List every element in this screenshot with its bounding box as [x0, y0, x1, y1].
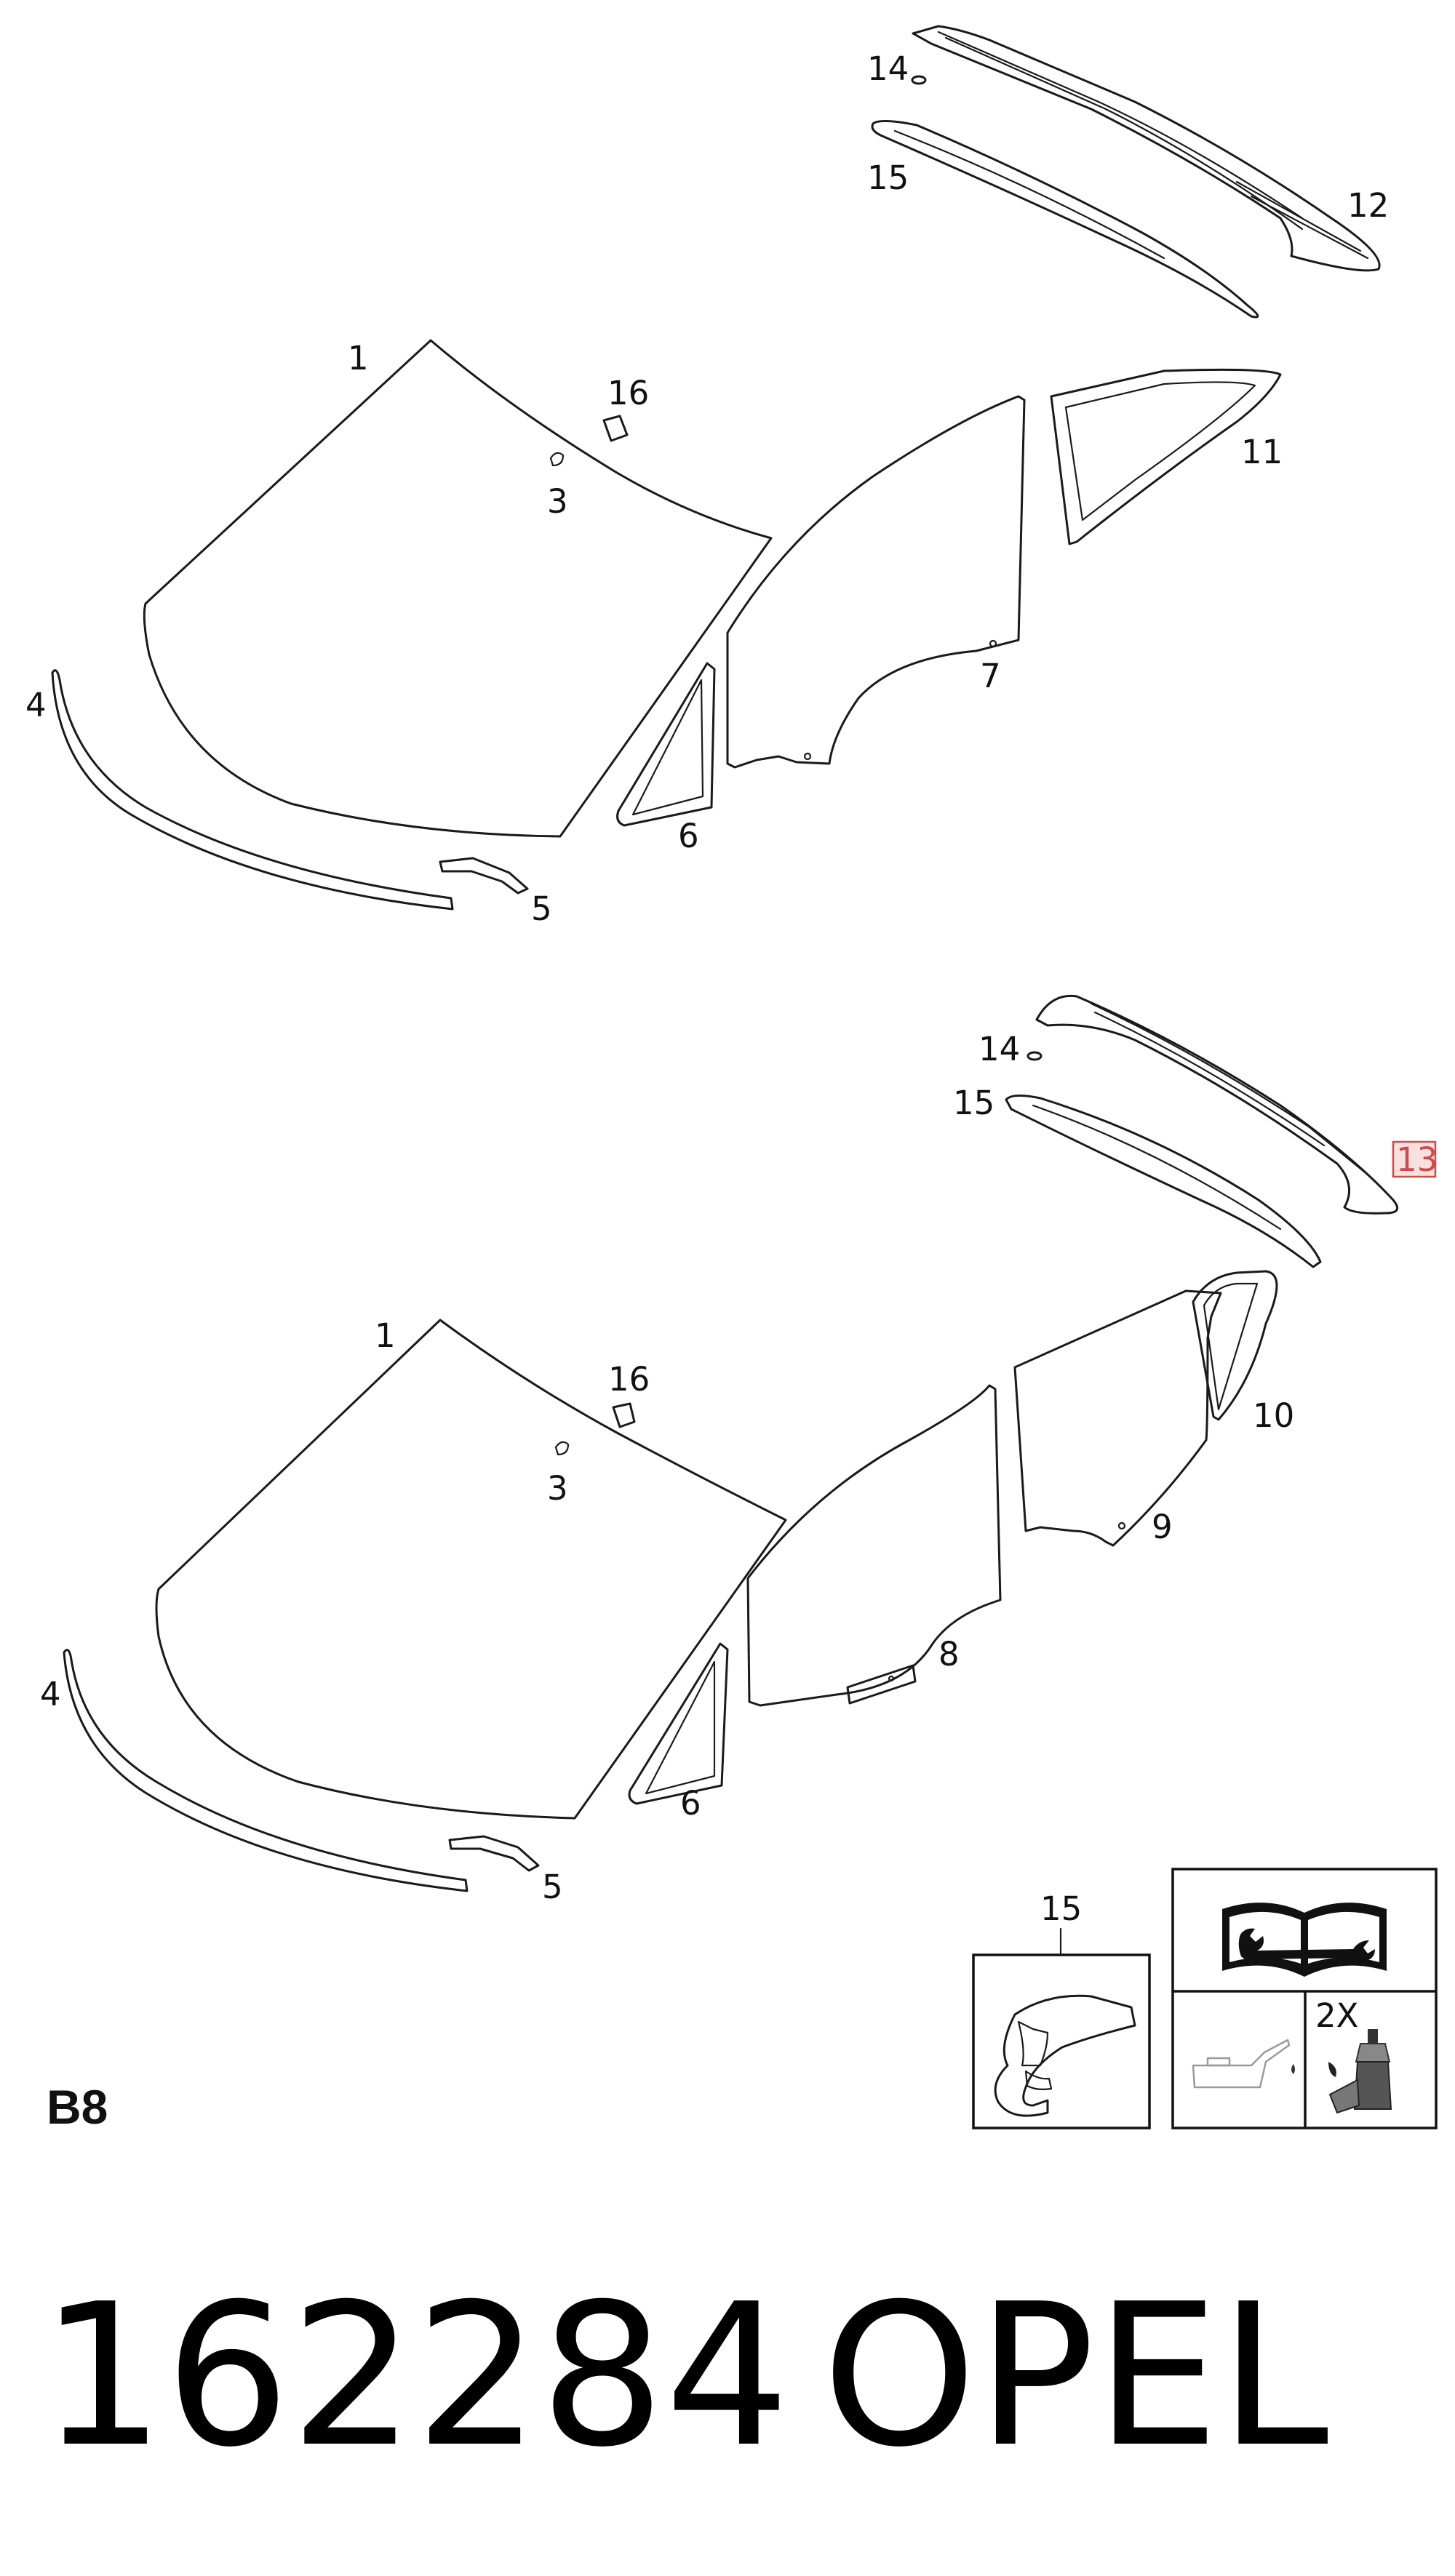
- callout-label: 11: [1241, 433, 1283, 471]
- seal-profile-box: [972, 1953, 1151, 2129]
- molding-clip-part: [439, 857, 529, 895]
- callout-label: 15: [867, 159, 909, 197]
- callout-label: 8: [938, 1635, 960, 1673]
- callout-label: 10: [1253, 1396, 1294, 1435]
- callout-label: 5: [531, 889, 552, 928]
- highlighted-callout-label: 13: [1396, 1140, 1438, 1179]
- callout-label: 1: [348, 339, 369, 377]
- rear-windshield-part: [912, 25, 1381, 272]
- rear-window-seal-part: [871, 120, 1259, 319]
- rear-quarter-glass-part: [1050, 368, 1282, 545]
- callout-label: 12: [1347, 186, 1389, 225]
- highlight-box: [1392, 1140, 1437, 1178]
- seal-profile-icon: [994, 1994, 1136, 2117]
- rear-window-seal-part: [1005, 1095, 1322, 1268]
- quantity-label: 2X: [1315, 1996, 1358, 2035]
- service-info-legend: 2X: [1171, 1868, 1438, 2129]
- brand-name: OPEL: [822, 2261, 1330, 2490]
- bracket-hole: [888, 1675, 895, 1682]
- lower-group: 14 15 13 1 16 3 10 9 4 8 6 5: [40, 994, 1438, 1906]
- upper-group: 14 15 12 1 16 3 11 4 7 6 5: [25, 25, 1389, 928]
- rear-windshield-part: [1035, 994, 1399, 1215]
- front-door-glass-part: [746, 1384, 1002, 1707]
- callout-label: 4: [25, 686, 47, 724]
- rain-sensor-part: [602, 415, 629, 442]
- rear-glass-hole: [1117, 1521, 1126, 1530]
- windshield-molding-part: [63, 1649, 469, 1892]
- part-number: 162284: [40, 2261, 790, 2490]
- rear-quarter-glass-part: [1192, 1270, 1278, 1421]
- front-quarter-window-part: [628, 1642, 729, 1805]
- windshield-part: [155, 1319, 787, 1820]
- front-quarter-window-part: [616, 662, 716, 827]
- adhesive-cartridge-icon: [1328, 2029, 1392, 2114]
- rain-sensor-part: [612, 1402, 636, 1428]
- door-glass-bolt-hole: [803, 752, 812, 761]
- callout-label: 16: [608, 1360, 650, 1399]
- callout-label: 4: [40, 1675, 61, 1713]
- door-glass-bolt-hole: [989, 639, 997, 648]
- callout-label: 3: [547, 1469, 568, 1508]
- door-glass-bracket: [846, 1664, 917, 1705]
- callout-label: 1: [375, 1316, 396, 1355]
- mirror-mount-part: [554, 1441, 570, 1456]
- callout-label: 3: [547, 482, 568, 521]
- mirror-mount-part: [549, 452, 565, 467]
- callout-label: 7: [980, 657, 1001, 695]
- clip-part: [911, 75, 927, 85]
- windshield-part: [143, 339, 773, 838]
- front-door-glass-part: [726, 395, 1026, 769]
- clip-part: [1027, 1051, 1043, 1061]
- callout-label: 14: [978, 1030, 1020, 1068]
- callout-label: 14: [867, 49, 909, 88]
- page-code: B8: [47, 2080, 108, 2134]
- oil-can-icon: [1192, 2039, 1295, 2089]
- callout-label: 16: [607, 374, 649, 412]
- seal-detail-legend: 15: [972, 1889, 1151, 2129]
- manual-wrench-icon: [1222, 1903, 1387, 1977]
- callout-label: 5: [542, 1868, 563, 1906]
- windshield-molding-part: [51, 669, 454, 911]
- molding-clip-part: [448, 1835, 540, 1872]
- callout-label: 15: [953, 1084, 994, 1122]
- callout-label: 6: [680, 1784, 701, 1823]
- callout-label: 15: [1040, 1889, 1082, 1928]
- callout-label: 9: [1152, 1508, 1173, 1546]
- rear-door-glass-part: [1013, 1289, 1222, 1547]
- callout-label: 6: [678, 817, 699, 855]
